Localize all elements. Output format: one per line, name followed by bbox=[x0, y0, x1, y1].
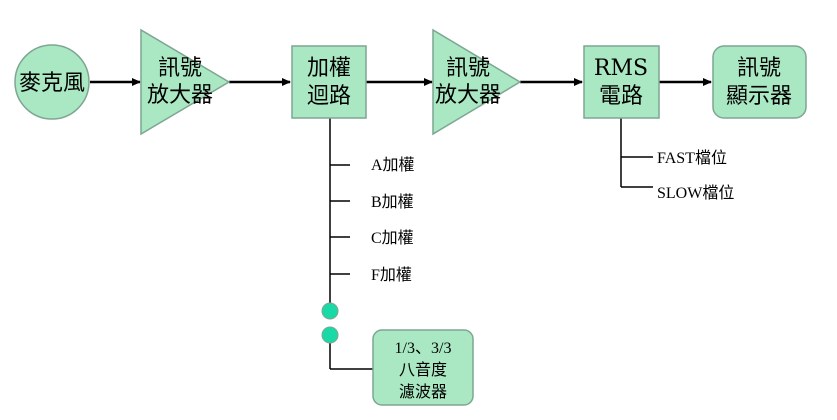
display-box bbox=[712, 45, 807, 119]
rms-label-line2: 電路 bbox=[599, 84, 643, 109]
microphone-shape bbox=[14, 44, 90, 120]
rms-box bbox=[583, 45, 660, 119]
rms-option-fast[interactable]: FAST檔位 bbox=[657, 149, 727, 167]
filter-label-line2: 八音度 bbox=[399, 361, 447, 379]
rms-label-line1: RMS bbox=[594, 56, 648, 81]
rms-branch bbox=[620, 118, 653, 188]
weighting-option-a[interactable]: A加權 bbox=[371, 156, 415, 174]
rms-option-slow[interactable]: SLOW檔位 bbox=[657, 184, 734, 202]
filter-label-line1: 1/3、3/3 bbox=[395, 340, 452, 357]
weighting-label-line1: 加權 bbox=[307, 56, 351, 81]
node-weighting-circuit[interactable]: 加權 迴路 bbox=[291, 45, 367, 119]
amplifier-2-label-line1: 訊號 bbox=[446, 56, 490, 81]
weighting-option-c[interactable]: C加權 bbox=[371, 229, 414, 247]
node-signal-amplifier-2[interactable]: 訊號 放大器 bbox=[432, 28, 522, 136]
node-signal-display[interactable]: 訊號 顯示器 bbox=[712, 45, 807, 119]
node-octave-filter[interactable]: 1/3、3/3 八音度 濾波器 bbox=[372, 329, 474, 406]
weighting-option-b[interactable]: B加權 bbox=[371, 193, 414, 211]
weighting-branch bbox=[329, 118, 373, 370]
amplifier-1-label-line1: 訊號 bbox=[158, 56, 202, 81]
amplifier-2-triangle bbox=[432, 28, 522, 136]
filter-label-line3: 濾波器 bbox=[399, 383, 447, 401]
switch-contact-bottom[interactable] bbox=[321, 326, 339, 344]
weighting-option-f[interactable]: F加權 bbox=[371, 266, 412, 284]
node-rms-circuit[interactable]: RMS 電路 bbox=[583, 45, 660, 119]
node-microphone[interactable]: 麥克風 bbox=[14, 44, 90, 120]
filter-box bbox=[372, 329, 474, 406]
weighting-box bbox=[291, 45, 367, 119]
amplifier-1-triangle bbox=[140, 28, 231, 136]
amplifier-1-label-line2: 放大器 bbox=[147, 83, 213, 108]
amplifier-2-label-line2: 放大器 bbox=[435, 83, 501, 108]
switch-contact-top[interactable] bbox=[321, 302, 339, 320]
node-signal-amplifier-1[interactable]: 訊號 放大器 bbox=[140, 28, 231, 136]
weighting-label-line2: 迴路 bbox=[307, 84, 351, 109]
microphone-label: 麥克風 bbox=[19, 71, 85, 96]
display-label-line1: 訊號 bbox=[737, 56, 781, 81]
display-label-line2: 顯示器 bbox=[726, 84, 792, 109]
